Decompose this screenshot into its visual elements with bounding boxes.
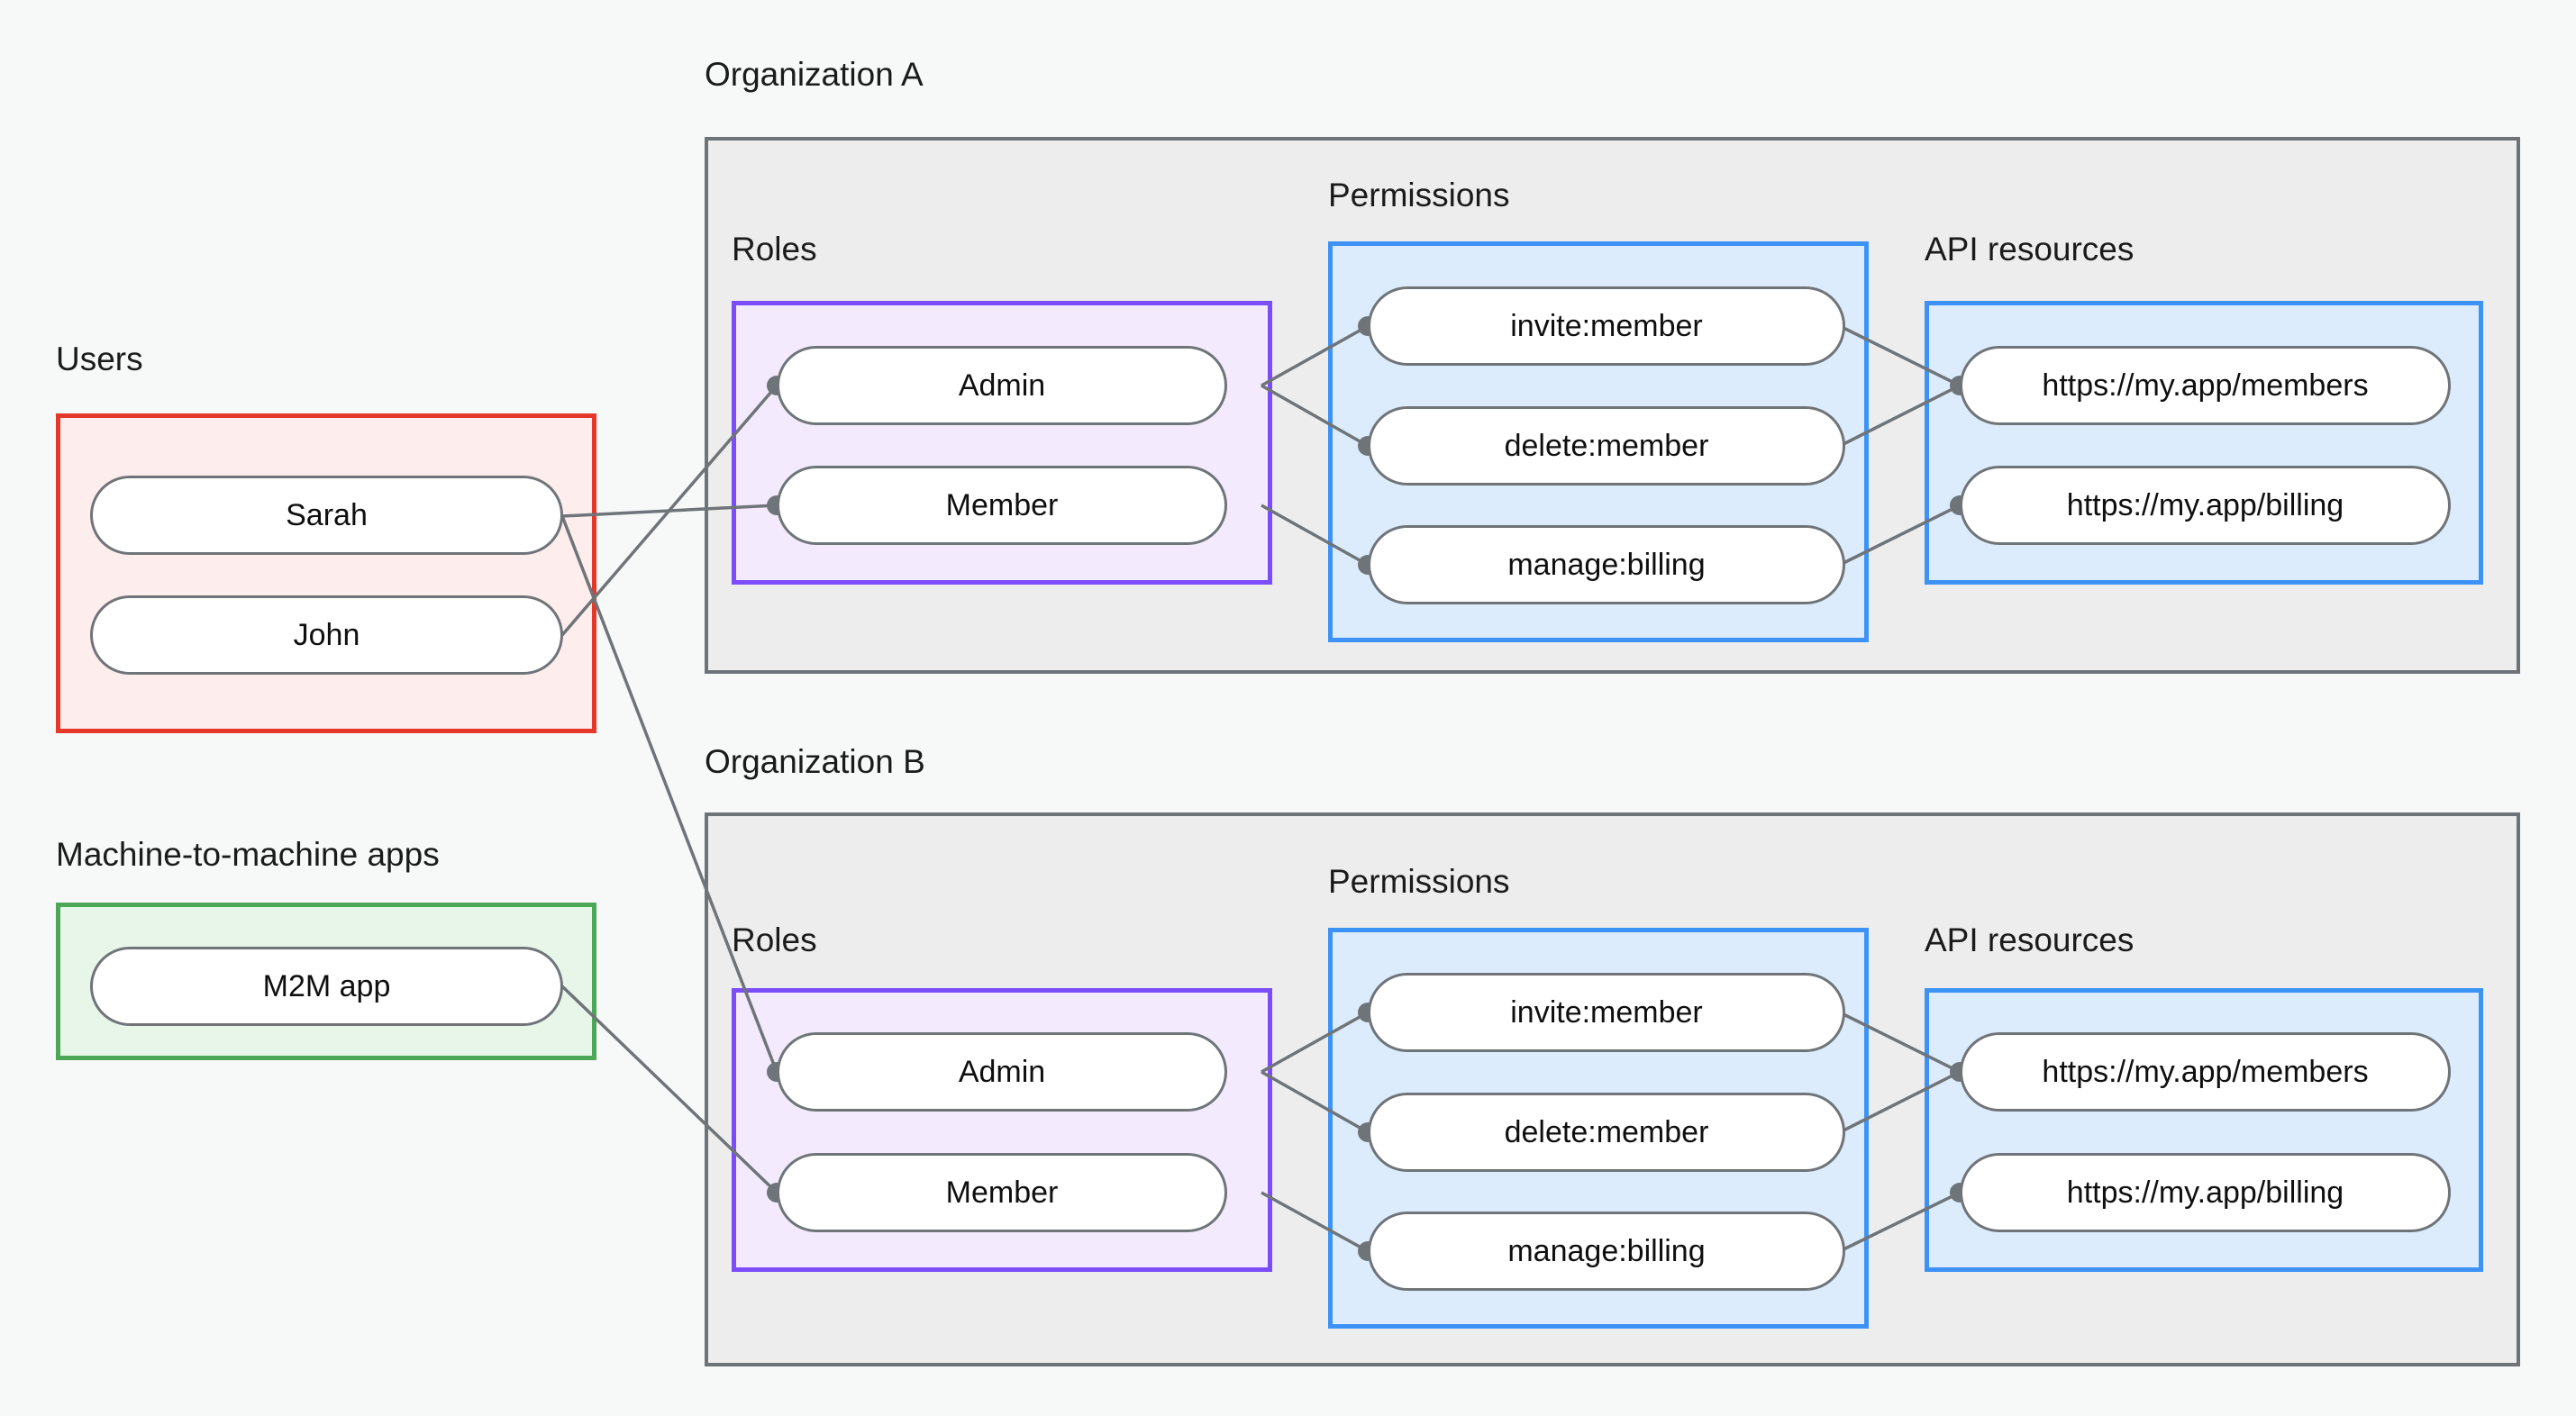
user-node-sarah[interactable]: Sarah <box>90 476 563 555</box>
org-b-permissions-label: Permissions <box>1328 863 1510 900</box>
org-b-api-resources-label: API resources <box>1925 921 2135 958</box>
m2m-group-label: Machine-to-machine apps <box>56 836 440 873</box>
m2m-node-app[interactable]: M2M app <box>90 947 563 1026</box>
org-a-api-resources-label: API resources <box>1925 231 2135 268</box>
org-a-permission-delete-member[interactable]: delete:member <box>1368 406 1845 486</box>
users-container <box>56 413 596 733</box>
org-b-role-member[interactable]: Member <box>777 1153 1227 1232</box>
org-b-role-admin[interactable]: Admin <box>777 1032 1227 1112</box>
org-b-api-resource-members[interactable]: https://my.app/members <box>1960 1032 2451 1112</box>
org-b-roles-label: Roles <box>732 921 817 958</box>
org-a-permissions-label: Permissions <box>1328 177 1510 213</box>
org-b-api-resource-billing[interactable]: https://my.app/billing <box>1960 1153 2451 1232</box>
users-group-label: Users <box>56 340 143 377</box>
org-a-label: Organization A <box>705 56 924 93</box>
org-a-role-admin[interactable]: Admin <box>777 346 1227 425</box>
org-a-api-resource-members[interactable]: https://my.app/members <box>1960 346 2451 425</box>
org-a-permission-manage-billing[interactable]: manage:billing <box>1368 525 1845 604</box>
org-a-role-member[interactable]: Member <box>777 466 1227 545</box>
org-a-permission-invite-member[interactable]: invite:member <box>1368 286 1845 366</box>
org-b-permission-manage-billing[interactable]: manage:billing <box>1368 1212 1845 1291</box>
org-b-permission-delete-member[interactable]: delete:member <box>1368 1093 1845 1172</box>
org-a-api-resource-billing[interactable]: https://my.app/billing <box>1960 466 2451 545</box>
org-a-roles-label: Roles <box>732 231 817 268</box>
org-b-label: Organization B <box>705 743 925 780</box>
org-b-permission-invite-member[interactable]: invite:member <box>1368 973 1845 1052</box>
user-node-john[interactable]: John <box>90 595 563 675</box>
